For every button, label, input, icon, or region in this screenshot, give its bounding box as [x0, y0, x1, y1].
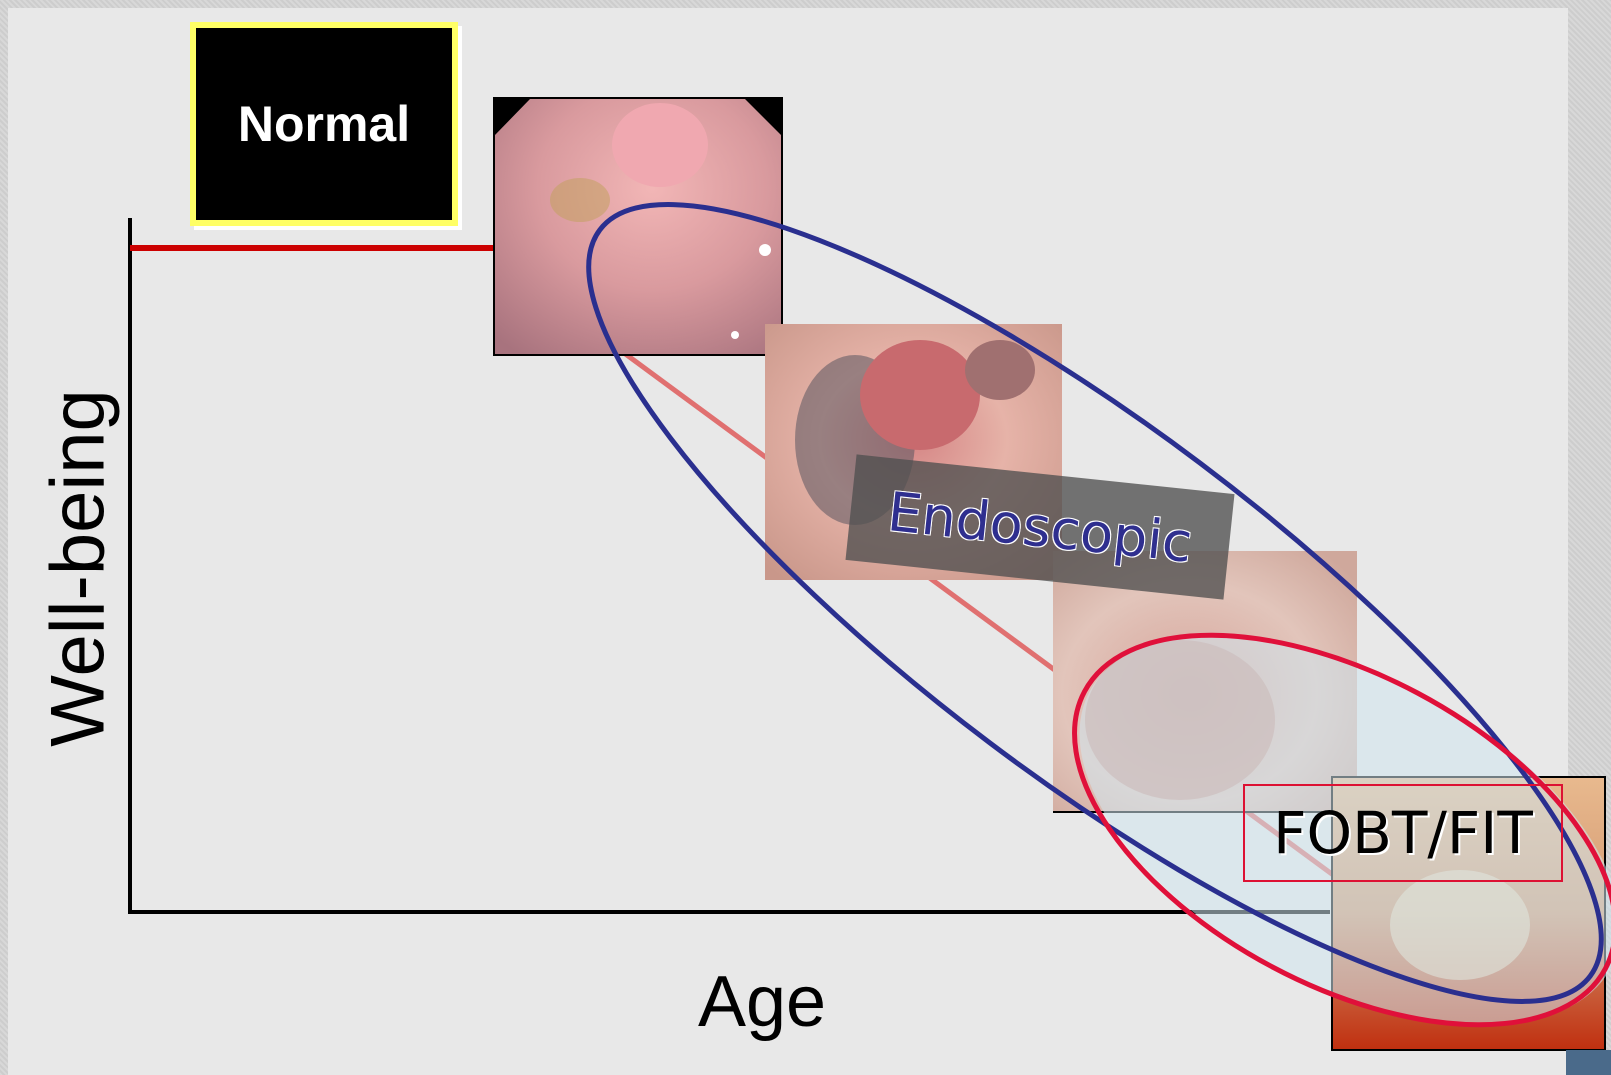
y-axis-label: Well-being	[35, 389, 122, 747]
x-axis-label: Age	[698, 961, 826, 1043]
endoscopic-label: Endoscopic	[885, 480, 1195, 575]
endoscopy-image-normal-polyp	[493, 97, 783, 356]
fobt-label-box: FOBT/FIT	[1243, 784, 1563, 882]
normal-label: Normal	[238, 95, 410, 153]
fobt-label: FOBT/FIT	[1273, 799, 1533, 867]
corner-decoration	[1566, 1050, 1611, 1075]
normal-label-box: Normal	[190, 22, 458, 226]
